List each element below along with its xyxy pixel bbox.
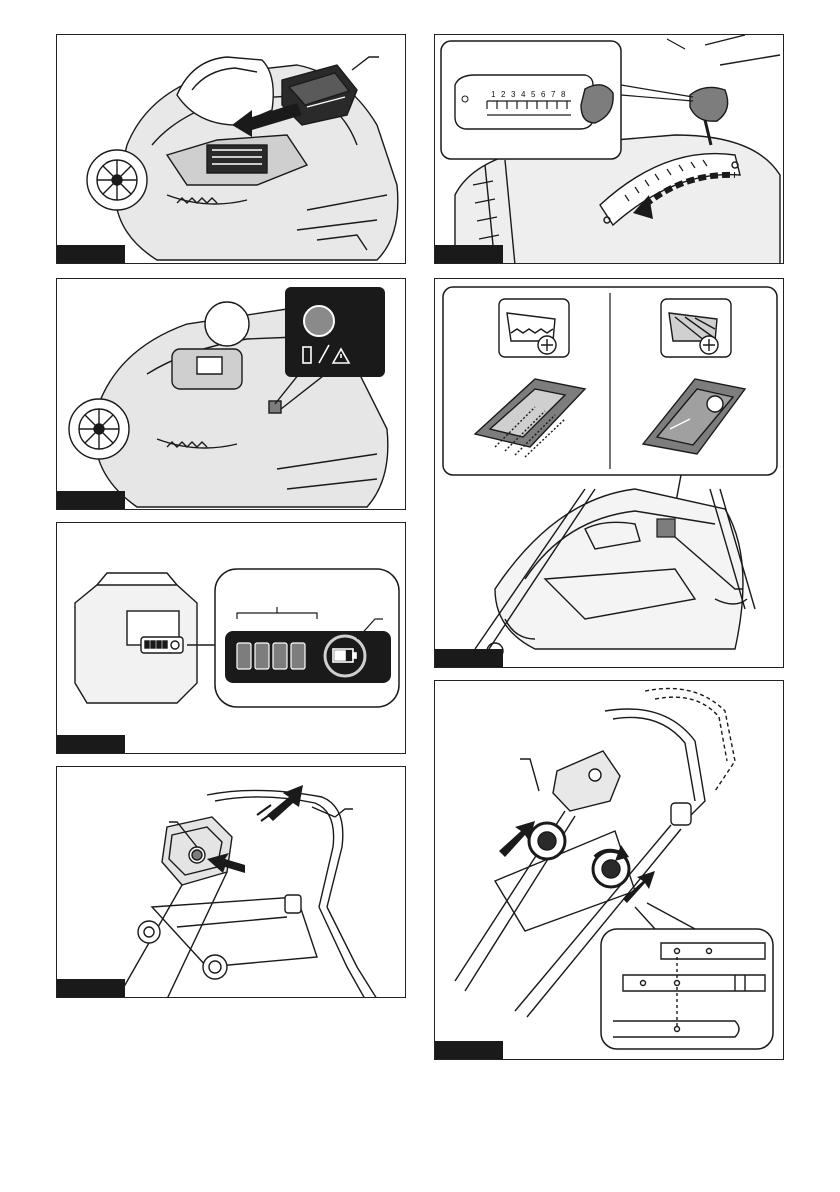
figure-tab [435, 245, 503, 263]
mower-indicator-illustration [57, 279, 406, 510]
figure-grass-bag [434, 278, 784, 668]
figure-tab [57, 491, 125, 509]
figure-tab [435, 649, 503, 667]
scale-number: 5 [531, 90, 536, 99]
battery-icon [333, 649, 356, 662]
battery-cell-icon [273, 643, 287, 669]
figure-handle-height [434, 680, 784, 1060]
scale-number: 3 [511, 90, 516, 99]
figure-cutting-height: 1 2 3 4 5 6 7 8 [434, 34, 784, 264]
scale-number: 4 [521, 90, 526, 99]
figure-battery-capacity [56, 522, 406, 754]
battery-cell-icon [237, 643, 251, 669]
figure-switch-box [56, 766, 406, 998]
grass-bag-illustration [435, 279, 784, 668]
mower-battery-illustration [57, 35, 406, 264]
scale-number: 1 [491, 90, 496, 99]
figure-tab [57, 979, 125, 997]
handle-height-illustration [435, 681, 784, 1060]
figure-battery-insertion [56, 34, 406, 264]
battery-capacity-illustration [57, 523, 406, 754]
battery-cell-icon [255, 643, 269, 669]
scale-number: 8 [561, 90, 566, 99]
scale-number: 7 [551, 90, 556, 99]
figure-tab [435, 1041, 503, 1059]
scale-number: 6 [541, 90, 546, 99]
indicator-lamp [304, 306, 334, 336]
switch-box-illustration [57, 767, 406, 998]
cutting-height-illustration: 1 2 3 4 5 6 7 8 [435, 35, 784, 264]
scale-number: 2 [501, 90, 506, 99]
battery-cell-icon [291, 643, 305, 669]
figure-battery-indicator [56, 278, 406, 510]
figure-tab [57, 735, 125, 753]
arrow-icon [499, 821, 535, 857]
figure-tab [57, 245, 125, 263]
bag-indicator [657, 519, 675, 537]
